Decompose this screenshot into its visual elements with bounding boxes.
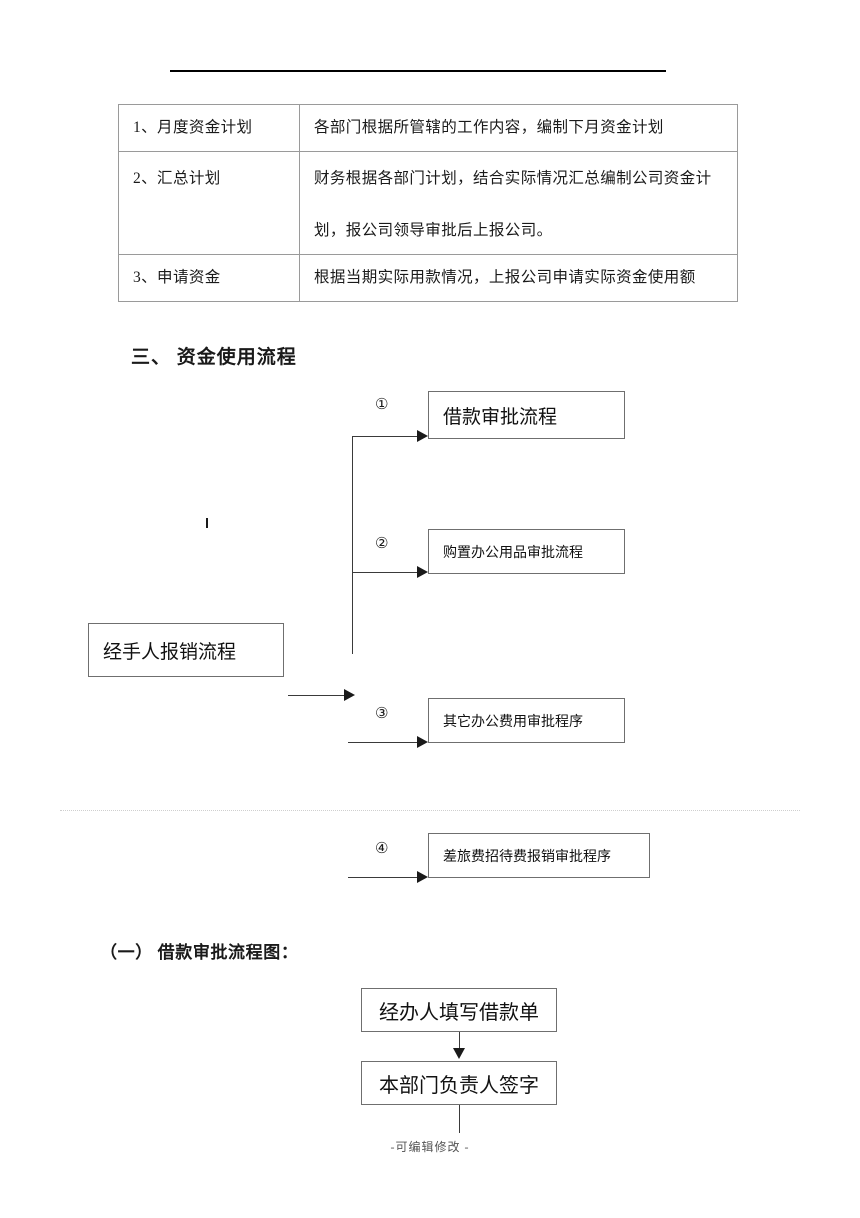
flow-box-loan-approval: 借款审批流程 <box>428 391 625 439</box>
loan-step-box-fill-form: 经办人填写借款单 <box>361 988 557 1032</box>
flow-branch-line-4 <box>348 877 422 878</box>
flow-branch-line-1 <box>352 436 422 437</box>
flow-box-office-supplies: 购置办公用品审批流程 <box>428 529 625 574</box>
loan-step-box-dept-signature: 本部门负责人签字 <box>361 1061 557 1105</box>
dotted-separator <box>60 810 800 811</box>
flow-box-travel-entertainment: 差旅费招待费报销审批程序 <box>428 833 650 878</box>
table-cell-description: 根据当期实际用款情况，上报公司申请实际资金使用额 <box>299 254 738 302</box>
flow-box-source: 经手人报销流程 <box>88 623 284 677</box>
description-line-1: 财务根据各部门计划，结合实际情况汇总编制公司资金计 <box>314 170 712 187</box>
branch-marker-2: ② <box>375 534 389 552</box>
arrow-right-icon <box>344 689 355 701</box>
arrow-right-icon <box>417 430 428 442</box>
table-cell-label: 2、汇总计划 <box>118 151 300 255</box>
loan-connector-tail-line <box>459 1105 460 1133</box>
arrow-down-icon <box>453 1048 465 1059</box>
flow-trunk-line <box>352 436 353 654</box>
table-cell-description: 财务根据各部门计划，结合实际情况汇总编制公司资金计 划，报公司领导审批后上报公司… <box>299 151 738 255</box>
flow-stub-line <box>288 695 348 696</box>
flow-branch-line-2 <box>352 572 422 573</box>
branch-marker-3: ③ <box>375 704 389 722</box>
table-cell-description: 各部门根据所管辖的工作内容，编制下月资金计划 <box>299 104 738 152</box>
loan-connector-line <box>459 1032 460 1050</box>
funding-plan-table: 1、月度资金计划 各部门根据所管辖的工作内容，编制下月资金计划 2、汇总计划 财… <box>118 104 738 302</box>
subsection-heading-one: （一） 借款审批流程图： <box>100 943 299 962</box>
stray-tick-mark <box>206 518 208 528</box>
description-line-2: 划，报公司领导审批后上报公司。 <box>314 222 553 240</box>
table-cell-label: 3、申请资金 <box>118 254 300 302</box>
arrow-right-icon <box>417 566 428 578</box>
table-cell-label: 1、月度资金计划 <box>118 104 300 152</box>
flow-box-other-office-expense: 其它办公费用审批程序 <box>428 698 625 743</box>
flow-branch-line-3 <box>348 742 422 743</box>
table-row: 3、申请资金 根据当期实际用款情况，上报公司申请实际资金使用额 <box>118 254 738 302</box>
arrow-right-icon <box>417 736 428 748</box>
arrow-right-icon <box>417 871 428 883</box>
footer-note: -可编辑修改 - <box>390 1140 470 1154</box>
branch-marker-1: ① <box>375 395 389 413</box>
branch-marker-4: ④ <box>375 839 389 857</box>
section-heading-three: 三、 资金使用流程 <box>131 347 297 368</box>
table-row: 2、汇总计划 财务根据各部门计划，结合实际情况汇总编制公司资金计 划，报公司领导… <box>118 151 738 255</box>
top-horizontal-rule <box>170 70 666 72</box>
table-row: 1、月度资金计划 各部门根据所管辖的工作内容，编制下月资金计划 <box>118 104 738 152</box>
